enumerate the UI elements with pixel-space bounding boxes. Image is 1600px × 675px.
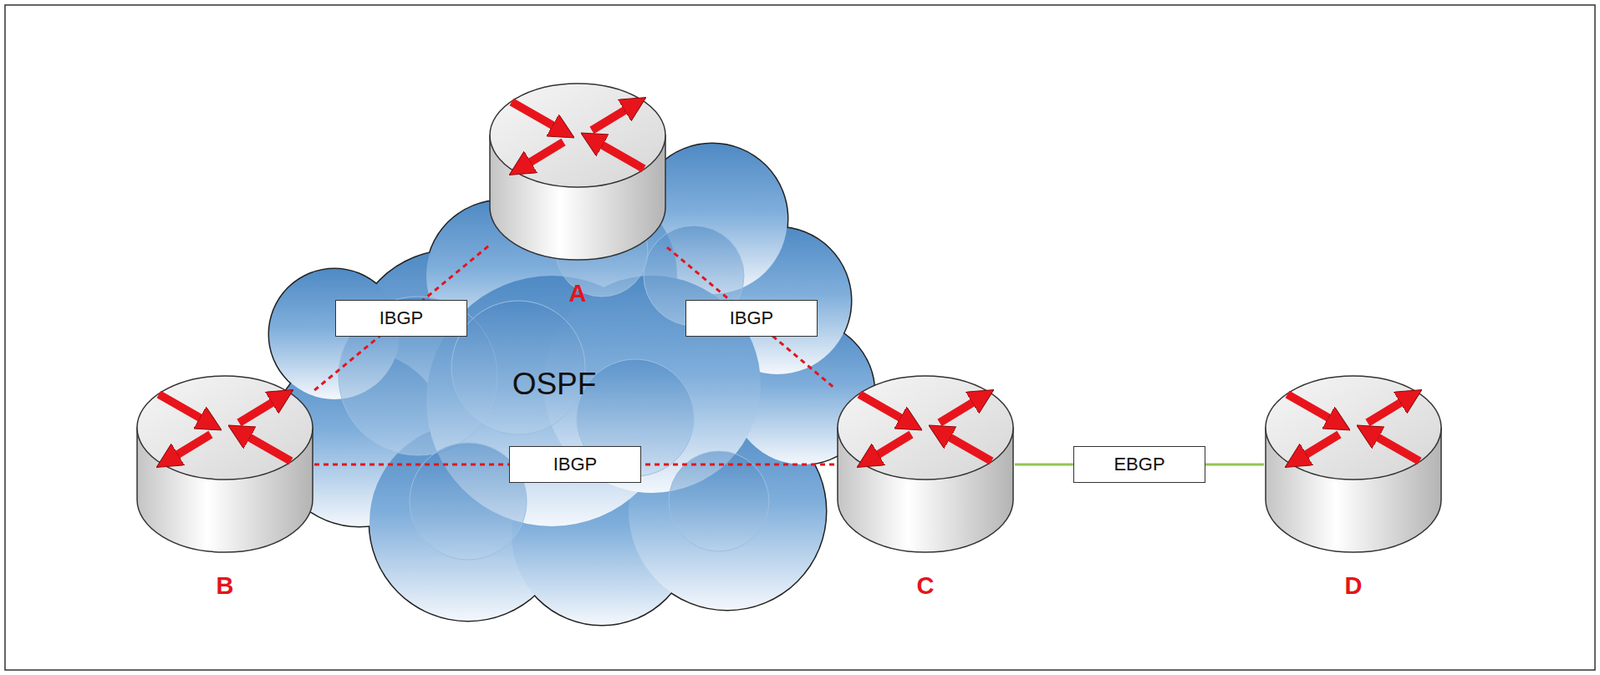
router: C bbox=[835, 374, 1015, 601]
router: D bbox=[1263, 374, 1443, 601]
router-name: B bbox=[135, 571, 315, 601]
session-label: IBGP bbox=[509, 446, 642, 484]
router-name: A bbox=[488, 279, 668, 308]
router-icon bbox=[1263, 374, 1443, 556]
router-name: D bbox=[1263, 571, 1443, 601]
router: A bbox=[488, 81, 668, 308]
router-icon bbox=[135, 374, 315, 556]
session-label: IBGP bbox=[685, 300, 818, 337]
cloud-label: OSPF bbox=[512, 366, 597, 403]
router-icon bbox=[488, 81, 668, 263]
router-name: C bbox=[835, 571, 1015, 601]
router-icon bbox=[835, 374, 1015, 556]
router: B bbox=[135, 374, 315, 601]
session-label: IBGP bbox=[335, 300, 468, 337]
session-label: EBGP bbox=[1073, 446, 1206, 484]
